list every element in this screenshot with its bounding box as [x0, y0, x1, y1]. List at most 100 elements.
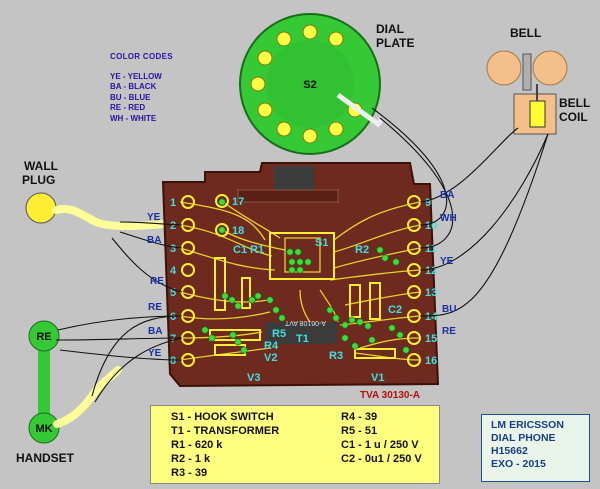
color-code-item: BA - BLACK — [110, 82, 157, 91]
wire-label: RE — [150, 276, 164, 287]
solder-pad — [286, 248, 294, 256]
bell-coil-label-1: BELL — [559, 96, 590, 110]
finger-hole — [302, 128, 318, 144]
terminal-number: 2 — [170, 220, 176, 232]
capacitor-c2 — [369, 282, 381, 320]
terminal-number: 14 — [425, 311, 438, 323]
terminal-number: 8 — [170, 355, 176, 367]
solder-pad — [248, 296, 256, 304]
solder-pad — [304, 258, 312, 266]
finger-hole — [250, 76, 266, 92]
info-line: H15662 — [491, 445, 528, 457]
terminal-left — [181, 263, 195, 277]
legend-item: R5 - 51 — [341, 425, 378, 437]
board-label: R2 — [355, 244, 369, 256]
handset-mk-label: MK — [35, 423, 52, 435]
dial-plate-label-2: PLATE — [376, 36, 414, 50]
wire-label: RE — [442, 326, 456, 337]
solder-pad — [392, 258, 400, 266]
solder-pad — [332, 314, 340, 322]
solder-pad — [364, 322, 372, 330]
solder-pad — [348, 316, 356, 324]
solder-pad — [229, 331, 237, 339]
solder-pad — [351, 342, 359, 350]
solder-pad — [402, 346, 410, 354]
bell-label: BELL — [510, 26, 541, 40]
terminal-inner — [215, 194, 229, 208]
terminal-number: 6 — [170, 311, 176, 323]
solder-pad — [272, 306, 280, 314]
terminal-number: 3 — [170, 243, 176, 255]
solder-pad — [341, 334, 349, 342]
solder-pad — [240, 346, 248, 354]
wires — [55, 107, 549, 403]
bell-coil-label-2: COIL — [559, 110, 588, 124]
solder-pad — [288, 266, 296, 274]
board-label: R5 — [272, 328, 286, 340]
board-id: TVA 30130-A — [360, 390, 420, 401]
board-label: V1 — [371, 372, 384, 384]
legend-item: C1 - 1 u / 250 V — [341, 439, 419, 451]
terminal-number: 11 — [425, 243, 437, 255]
solder-pad — [228, 296, 236, 304]
solder-pad — [266, 296, 274, 304]
wall-plug-label-2: PLUG — [22, 173, 55, 187]
solder-pad — [326, 306, 334, 314]
board-label: T1 — [296, 333, 309, 345]
capacitor-c1 — [214, 257, 226, 311]
board-label: V2 — [264, 352, 277, 364]
solder-pad — [278, 314, 286, 322]
resistor-r5 — [209, 329, 261, 341]
terminal-number: 18 — [232, 225, 244, 237]
solder-pad — [234, 338, 242, 346]
color-code-item: WH - WHITE — [110, 113, 157, 123]
info-box: LM ERICSSON DIAL PHONE H15662 EXO - 2015 — [481, 414, 590, 482]
wire-label: BA — [148, 326, 162, 337]
solder-pad — [294, 248, 302, 256]
finger-hole — [328, 31, 344, 47]
finger-hole — [257, 50, 273, 66]
terminal-right — [407, 285, 421, 299]
solder-pad — [234, 302, 242, 310]
legend-item: T1 - TRANSFORMER — [171, 425, 280, 437]
info-line: DIAL PHONE — [491, 432, 556, 444]
handset-re-label: RE — [36, 331, 51, 343]
terminal-number: 13 — [425, 287, 437, 299]
solder-pad — [368, 336, 376, 344]
solder-pad — [396, 331, 404, 339]
dial-center-label: S2 — [303, 79, 316, 91]
terminal-right — [407, 331, 421, 345]
solder-pads — [201, 198, 410, 354]
wire-label: YE — [148, 348, 162, 359]
wall-plug-label-1: WALL — [24, 159, 58, 173]
legend-item: S1 - HOOK SWITCH — [171, 411, 274, 423]
color-code-item: YE - YELLOW — [110, 71, 162, 81]
legend-item: R2 - 1 k — [171, 453, 211, 465]
bell — [486, 50, 568, 135]
color-code-item: BU - BLUE — [110, 92, 151, 102]
board-label: C2 — [388, 304, 402, 316]
board-label: V3 — [247, 372, 260, 384]
resistor-r3 — [354, 348, 396, 359]
finger-hole — [276, 121, 292, 137]
wire-label: BU — [442, 304, 456, 315]
wire-label: BA — [440, 190, 454, 201]
wire-label: BA — [147, 235, 161, 246]
solder-pad — [208, 334, 216, 342]
terminal-right — [407, 353, 421, 367]
wire-label: YE — [147, 212, 161, 223]
handset-label: HANDSET — [16, 451, 75, 465]
circuit-board — [161, 162, 440, 388]
terminal-number: 5 — [170, 287, 176, 299]
terminal-number: 7 — [170, 333, 176, 345]
legend-item: R3 - 39 — [171, 467, 208, 479]
finger-hole — [257, 102, 273, 118]
resistor-r2 — [349, 284, 361, 318]
wire-label: RE — [148, 302, 162, 313]
terminal-number: 17 — [232, 196, 244, 208]
wire-label: YE — [440, 256, 454, 267]
finger-hole — [328, 121, 344, 137]
color-codes-heading: COLOR CODES — [110, 52, 173, 61]
